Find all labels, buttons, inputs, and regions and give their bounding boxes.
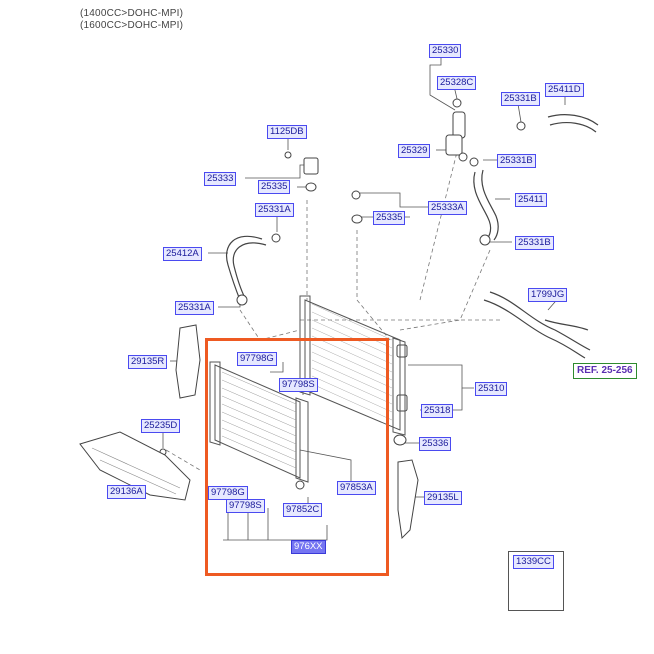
part-label-25329[interactable]: 25329 bbox=[398, 144, 431, 158]
part-label-25235d[interactable]: 25235D bbox=[141, 419, 181, 433]
part-label-25333[interactable]: 25333 bbox=[204, 172, 237, 186]
part-label-25328c[interactable]: 25328C bbox=[437, 76, 477, 90]
part-label-25331b-mid[interactable]: 25331B bbox=[497, 154, 536, 168]
part-label-1339cc[interactable]: 1339CC bbox=[513, 555, 554, 569]
engine-spec-line-1: (1400CC>DOHC-MPI) bbox=[80, 8, 184, 19]
part-label-25318[interactable]: 25318 bbox=[421, 404, 454, 418]
part-label-25331b-low[interactable]: 25331B bbox=[515, 236, 554, 250]
part-label-25336[interactable]: 25336 bbox=[419, 437, 452, 451]
part-label-25331a-top[interactable]: 25331A bbox=[255, 203, 294, 217]
part-label-97853a[interactable]: 97853A bbox=[337, 481, 376, 495]
part-label-25411d[interactable]: 25411D bbox=[545, 83, 584, 97]
part-label-976xx-selected[interactable]: 976XX bbox=[291, 540, 326, 554]
part-label-25330[interactable]: 25330 bbox=[429, 44, 462, 58]
part-label-97798g-low[interactable]: 97798G bbox=[208, 486, 248, 500]
part-label-29135r[interactable]: 29135R bbox=[128, 355, 168, 369]
part-label-25331a-low[interactable]: 25331A bbox=[175, 301, 214, 315]
reference-link[interactable]: REF. 25-256 bbox=[573, 363, 637, 379]
part-label-97798s-top[interactable]: 97798S bbox=[279, 378, 318, 392]
part-label-25412a[interactable]: 25412A bbox=[163, 247, 202, 261]
part-label-25333a[interactable]: 25333A bbox=[428, 201, 467, 215]
part-label-97852c[interactable]: 97852C bbox=[283, 503, 323, 517]
part-label-25411[interactable]: 25411 bbox=[515, 193, 547, 207]
part-label-25335-left[interactable]: 25335 bbox=[258, 180, 291, 194]
part-label-97798g-top[interactable]: 97798G bbox=[237, 352, 277, 366]
part-label-1799jg[interactable]: 1799JG bbox=[528, 288, 568, 302]
part-label-1125db[interactable]: 1125DB bbox=[267, 125, 307, 139]
part-label-25310[interactable]: 25310 bbox=[475, 382, 508, 396]
condenser-highlight-frame bbox=[205, 338, 389, 576]
part-label-25331b-top[interactable]: 25331B bbox=[501, 92, 540, 106]
part-label-29136a[interactable]: 29136A bbox=[107, 485, 146, 499]
part-label-97798s-low[interactable]: 97798S bbox=[226, 499, 265, 513]
engine-spec-line-2: (1600CC>DOHC-MPI) bbox=[80, 20, 184, 31]
part-label-29135l[interactable]: 29135L bbox=[424, 491, 462, 505]
part-label-25335-right[interactable]: 25335 bbox=[373, 211, 406, 225]
